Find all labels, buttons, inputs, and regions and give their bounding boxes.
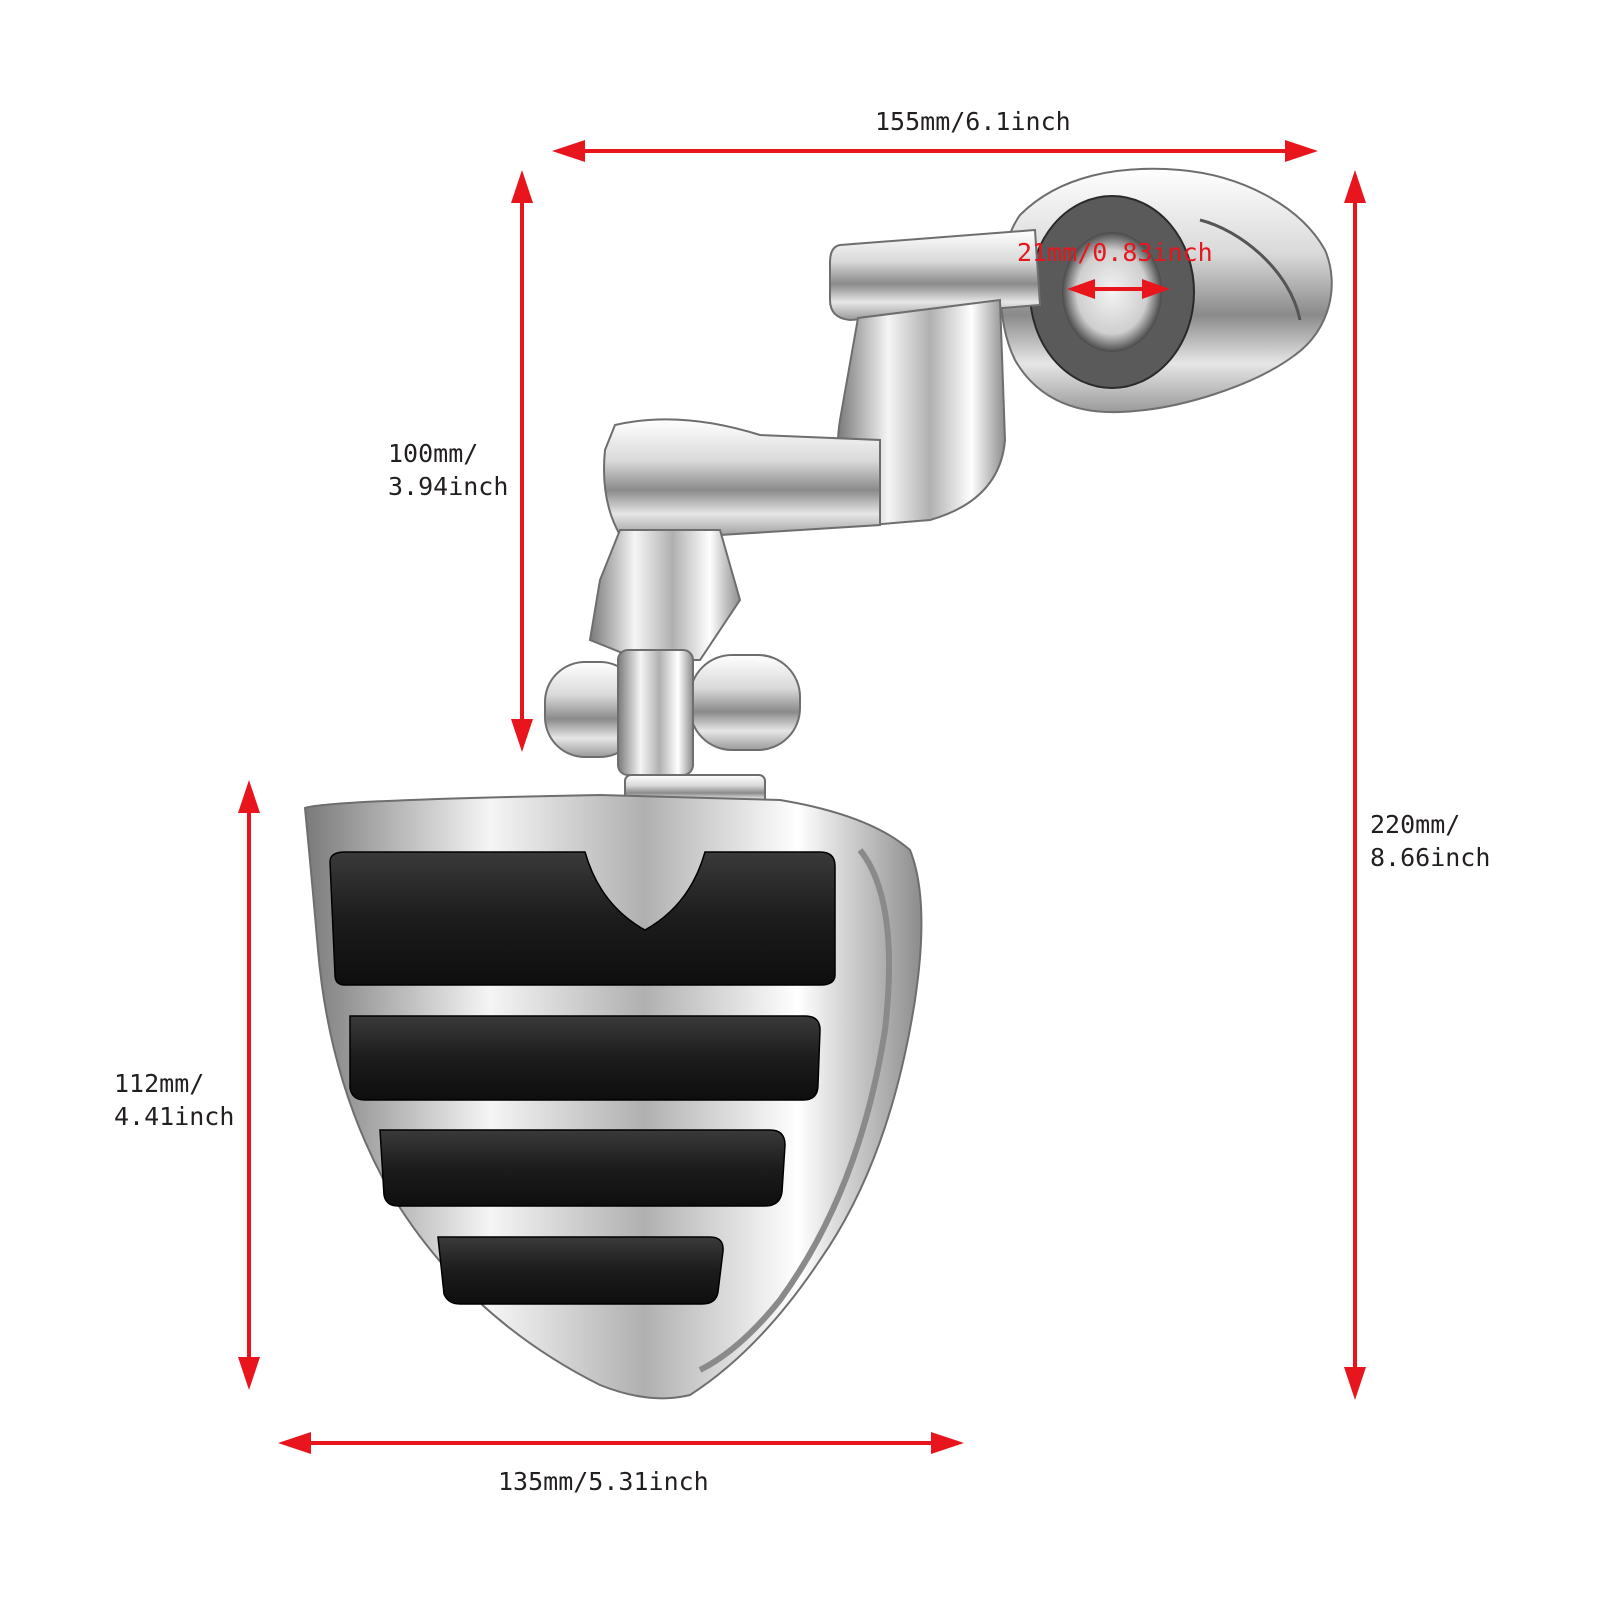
rubber-rib-3 [379, 1129, 786, 1207]
arm-height-arrow-bottom [511, 719, 533, 752]
clamp-diameter-arrow-right [1142, 279, 1170, 299]
footboard [303, 793, 923, 1400]
board-width-arrow-right [931, 1432, 964, 1454]
total-height-arrow-bottom [1344, 1367, 1366, 1400]
clamp-bore-hole [1062, 232, 1162, 352]
arm-height-label-line2: 3.94inch [388, 472, 509, 501]
pivot-center-block [617, 649, 694, 776]
top-width-arrow-right [1285, 140, 1318, 162]
pivot-fork [588, 529, 742, 661]
board-height-label-line2: 4.41inch [114, 1102, 235, 1131]
board-height-label-line1: 112mm/ [114, 1069, 205, 1098]
arm-height-label: 100mm/ 3.94inch [388, 437, 508, 503]
arm-height-arrow-top [511, 170, 533, 203]
total-height-arrow-top [1344, 170, 1366, 203]
pivot-mount [544, 529, 801, 806]
top-width-arrow-left [552, 140, 585, 162]
total-height-label-line2: 8.66inch [1370, 843, 1491, 872]
clamp-diameter-arrow-left [1067, 279, 1095, 299]
rubber-rib-2 [349, 1015, 821, 1101]
board-width-label: 135mm/5.31inch [498, 1467, 709, 1496]
board-height-arrow-top [238, 780, 260, 813]
offset-arm [603, 228, 1042, 539]
arm-height-label-line1: 100mm/ [388, 439, 479, 468]
total-height-label: 220mm/ 8.66inch [1370, 808, 1490, 874]
footboard-side-flange [698, 848, 893, 1373]
clamp [999, 167, 1333, 414]
top-width-label: 155mm/6.1inch [875, 107, 1071, 136]
clamp-split-line [1199, 218, 1302, 321]
pivot-pin-right [689, 654, 801, 751]
dimension-lines [238, 140, 1366, 1454]
rubber-rib-1 [329, 851, 836, 986]
board-height-arrow-bottom [238, 1357, 260, 1390]
clamp-diameter-label: 21mm/0.83inch [1017, 238, 1213, 267]
rubber-rib-4 [437, 1236, 724, 1305]
total-height-label-line1: 220mm/ [1370, 810, 1461, 839]
arm-upper-block [829, 228, 1042, 322]
board-width-arrow-left [278, 1432, 311, 1454]
board-height-label: 112mm/ 4.41inch [114, 1067, 234, 1133]
